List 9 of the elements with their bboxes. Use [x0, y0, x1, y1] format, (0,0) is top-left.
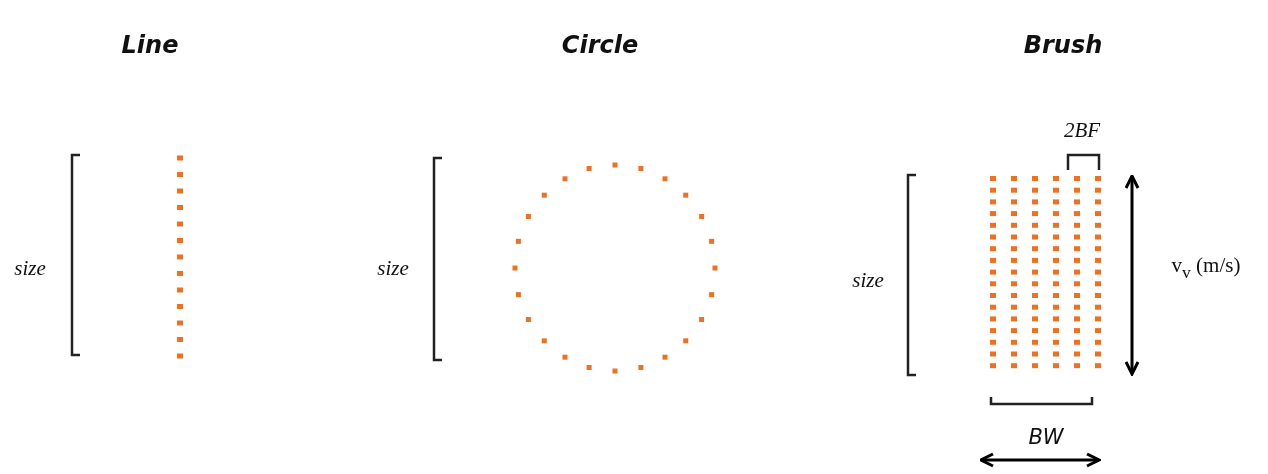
dimension-label: size	[852, 267, 884, 293]
dimension-label: BW	[1028, 425, 1064, 449]
dimension-label: size	[377, 255, 409, 281]
panel-title: Line	[121, 31, 179, 59]
dimension-label: size	[14, 255, 46, 281]
panel-title: Brush	[1023, 31, 1103, 59]
dimension-label: 2BF	[1063, 117, 1101, 143]
velocity-label: v$_{v}$ (m/s)	[1171, 253, 1241, 283]
panel-title: Circle	[561, 31, 639, 59]
